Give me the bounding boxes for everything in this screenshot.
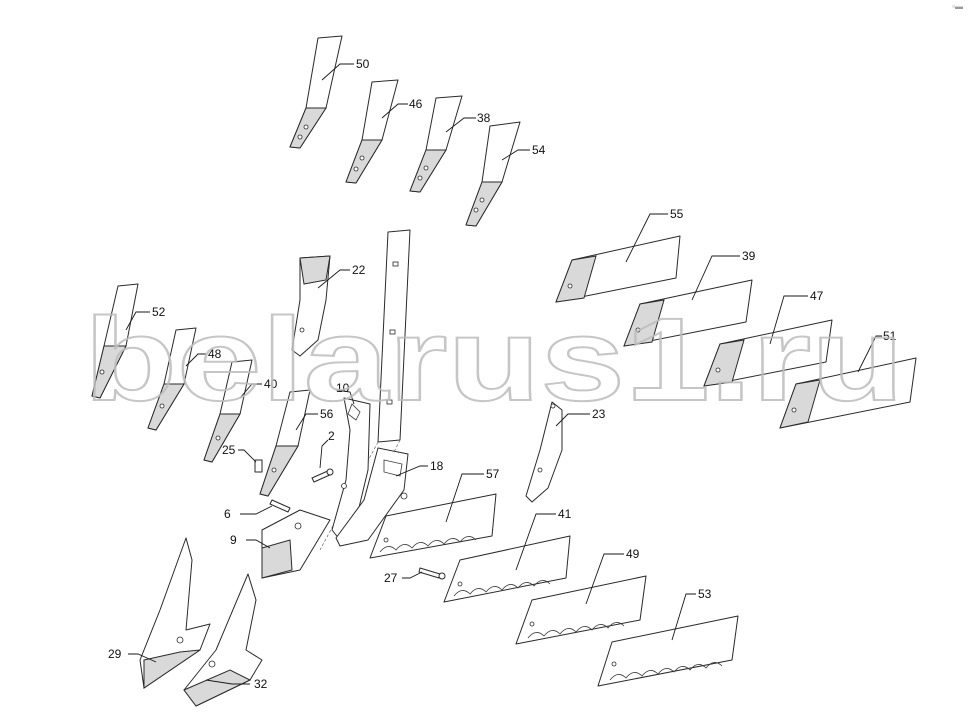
wavy-blade-57 xyxy=(369,493,497,559)
callout-9: 9 xyxy=(230,533,237,547)
callout-22: 22 xyxy=(352,263,366,277)
wavy-blade-53 xyxy=(597,615,739,687)
callout-39: 39 xyxy=(742,249,756,263)
callout-50: 50 xyxy=(356,57,370,71)
callout-27: 27 xyxy=(384,571,398,585)
callout-2: 2 xyxy=(328,429,335,443)
blade-47 xyxy=(703,319,833,387)
corner-mark-icon: ▫▬ xyxy=(952,2,963,11)
tine-46 xyxy=(345,79,399,184)
tine-52 xyxy=(91,283,139,399)
callout-38: 38 xyxy=(477,111,491,125)
share-9 xyxy=(261,509,331,579)
callout-52: 52 xyxy=(152,305,166,319)
callout-51: 51 xyxy=(883,329,897,343)
share-32 xyxy=(183,573,263,707)
tine-50 xyxy=(289,35,343,149)
callout-10: 10 xyxy=(336,381,350,395)
wavy-blade-49 xyxy=(515,575,647,645)
blade-39 xyxy=(623,279,753,347)
callout-56: 56 xyxy=(320,407,334,421)
watermark: belarus1.ru xyxy=(84,294,904,426)
blade-55 xyxy=(555,235,681,303)
callout-41: 41 xyxy=(558,507,572,521)
callout-54: 54 xyxy=(532,143,546,157)
callout-46: 46 xyxy=(409,97,423,111)
tine-54 xyxy=(465,121,521,227)
tine-56 xyxy=(259,389,311,497)
bolt-6 xyxy=(269,499,291,513)
callout-40: 40 xyxy=(264,377,278,391)
callout-18: 18 xyxy=(430,459,444,473)
part-23 xyxy=(525,401,563,503)
part-22 xyxy=(291,255,331,357)
callout-6: 6 xyxy=(224,507,231,521)
callout-labels: 50 46 38 54 22 55 39 47 51 52 48 40 10 5… xyxy=(108,57,897,691)
callout-48: 48 xyxy=(208,347,222,361)
blade-51 xyxy=(779,357,917,429)
callout-49: 49 xyxy=(626,547,640,561)
leader-lines xyxy=(125,63,882,685)
callout-25: 25 xyxy=(222,443,236,457)
bolt-25 xyxy=(254,459,263,473)
callout-55: 55 xyxy=(670,207,684,221)
callout-23: 23 xyxy=(592,407,606,421)
callout-53: 53 xyxy=(698,587,712,601)
bolt-27 xyxy=(418,567,446,580)
callout-57: 57 xyxy=(486,467,500,481)
tine-48 xyxy=(147,327,197,431)
tine-38 xyxy=(409,95,463,193)
share-29 xyxy=(139,537,211,689)
callout-32: 32 xyxy=(254,677,268,691)
tine-40 xyxy=(203,359,253,463)
callout-47: 47 xyxy=(810,289,824,303)
callout-29: 29 xyxy=(108,647,122,661)
bolt-2 xyxy=(311,468,334,483)
wavy-blade-41 xyxy=(443,535,571,603)
